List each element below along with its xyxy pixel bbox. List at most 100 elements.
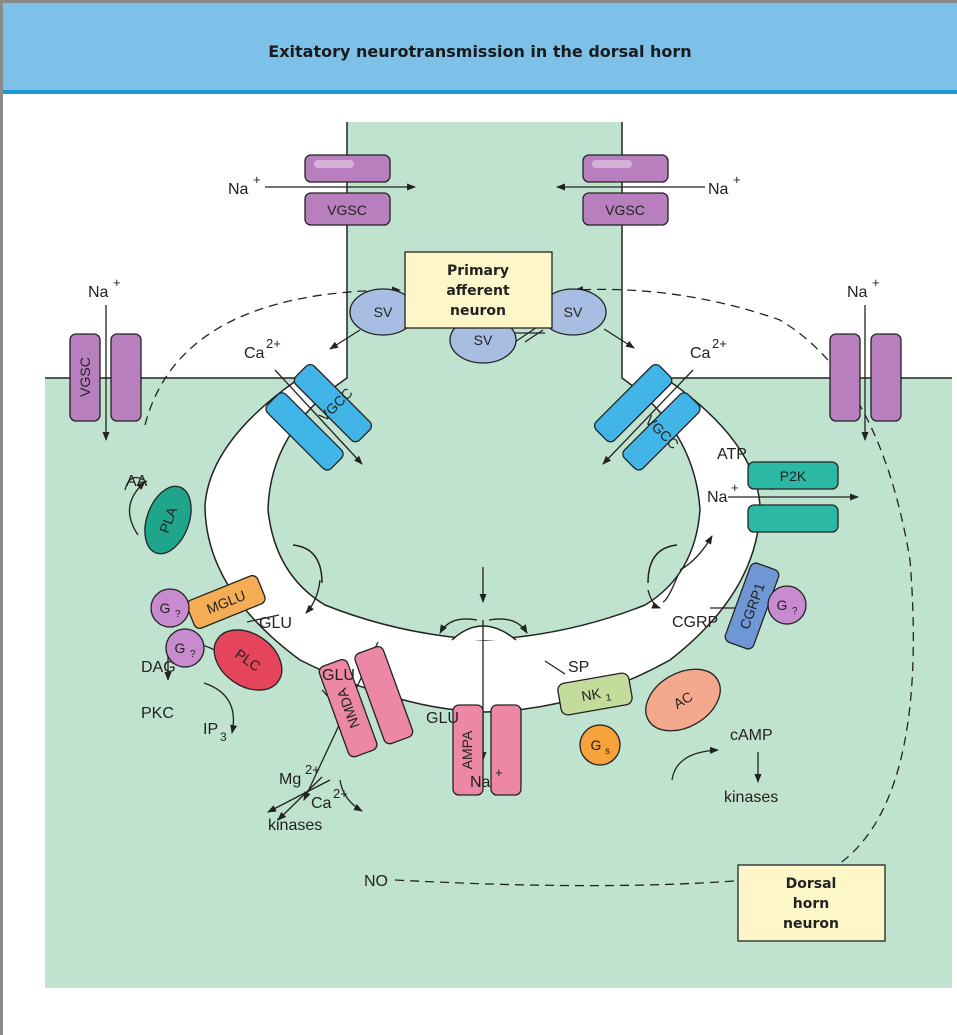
ion-label-na-top-right: Na +	[708, 172, 741, 198]
ion-label-na-left: Na +	[88, 275, 121, 301]
gs-protein: G s	[579, 724, 621, 766]
gs-subscript: s	[605, 746, 610, 757]
ampa-receptor: AMPA	[452, 704, 522, 796]
na-text: Na	[470, 774, 491, 791]
g-subscript: ?	[792, 606, 798, 617]
ion-label-na-p2k: Na +	[707, 480, 739, 506]
box-line-3: neuron	[783, 916, 839, 932]
ca-charge: 2+	[266, 336, 281, 351]
ip3-label: IP 3	[203, 721, 227, 744]
pla-enzyme: PLA	[144, 485, 192, 555]
na-charge: +	[495, 765, 503, 780]
release-site-right	[647, 544, 678, 584]
na-text: Na	[708, 181, 729, 198]
header-band	[3, 3, 957, 90]
ac-enzyme: AC	[645, 668, 721, 732]
p2k-receptor: P2K	[747, 461, 839, 533]
vgsc-channel-top-left: VGSC	[304, 154, 391, 226]
glu-label-ampa: GLU	[426, 710, 459, 727]
g-subscript: ?	[175, 609, 181, 620]
retrograde-path-left	[144, 286, 401, 426]
box-line-1: Dorsal	[786, 876, 837, 892]
g-protein-mglu-lower: G ?	[165, 628, 205, 668]
vgsc-channel-left: VGSC	[69, 333, 142, 422]
ca-charge: 2+	[712, 336, 727, 351]
g-protein-mglu-upper: G ?	[150, 588, 190, 628]
ion-label-na-right: Na +	[847, 275, 880, 301]
vgcc-channel-left: VGCC	[265, 363, 373, 471]
plc-enzyme: PLC	[213, 629, 283, 691]
na-charge: +	[253, 172, 261, 187]
atp-label: ATP	[717, 446, 747, 463]
page-title: Exitatory neurotransmission in the dorsa…	[268, 42, 692, 61]
dorsal-horn-neuron-label-box: Dorsal horn neuron	[737, 864, 886, 942]
nk-subscript: 1	[605, 692, 613, 704]
box-line-2: horn	[793, 896, 829, 912]
postsynaptic-neuron	[45, 378, 952, 988]
synaptic-vesicle-right: SV	[539, 288, 607, 336]
sv-label: SV	[374, 304, 393, 320]
na-charge: +	[731, 480, 739, 495]
nk1-receptor: NK 1	[557, 672, 633, 716]
g-label: G	[175, 640, 186, 656]
na-charge: +	[113, 275, 121, 290]
g-subscript: ?	[190, 649, 196, 660]
mg-charge: 2+	[305, 762, 320, 777]
na-text: Na	[228, 181, 249, 198]
na-text: Na	[847, 284, 868, 301]
ion-label-mg: Mg 2+	[279, 762, 320, 788]
vgsc-label: VGSC	[605, 202, 645, 218]
ion-label-ca-nmda: Ca 2+	[311, 786, 348, 812]
vgcc-channel-right: VGCC	[593, 363, 701, 471]
presynaptic-terminal	[268, 122, 700, 640]
box-line-3: neuron	[450, 303, 506, 319]
vgsc-label: VGSC	[77, 357, 93, 397]
box-line-2: afferent	[446, 283, 510, 299]
vgsc-channel-top-right: VGSC	[582, 154, 669, 226]
aa-label: AA	[126, 473, 148, 490]
na-charge: +	[733, 172, 741, 187]
g-label: G	[777, 597, 788, 613]
cgrp-label: CGRP	[672, 614, 718, 631]
na-text: Na	[88, 284, 109, 301]
g-protein-cgrp: G ?	[767, 585, 807, 625]
vgsc-channel-right	[829, 333, 902, 422]
gs-label: G	[591, 737, 602, 753]
pkc-label: PKC	[141, 705, 174, 722]
na-text: Na	[707, 489, 728, 506]
ion-label-ca-left: Ca 2+	[244, 336, 281, 362]
ampa-label: AMPA	[459, 730, 475, 769]
sv-label: SV	[474, 332, 493, 348]
header-rule	[3, 90, 957, 94]
sp-label: SP	[568, 659, 589, 676]
nk-label: NK	[580, 685, 603, 704]
primary-afferent-neuron-label-box: Primary afferent neuron	[404, 251, 553, 329]
ca-text: Ca	[690, 345, 711, 362]
synaptic-vesicle-left: SV	[349, 288, 417, 336]
glu-label-nmda: GLU	[322, 667, 355, 684]
p2k-label: P2K	[780, 468, 807, 484]
nmda-receptor: NMDA	[318, 645, 414, 758]
ca-text: Ca	[244, 345, 265, 362]
mglu-receptor: MGLU	[186, 575, 266, 629]
no-label: NO	[364, 873, 388, 890]
retrograde-path-no	[394, 286, 914, 887]
ion-label-ca-right: Ca 2+	[690, 336, 727, 362]
ca-text: Ca	[311, 795, 332, 812]
mg-text: Mg	[279, 771, 301, 788]
flow-arrows	[102, 183, 869, 821]
sv-label: SV	[564, 304, 583, 320]
ip-text: IP	[203, 721, 218, 738]
ion-label-na-ampa: Na +	[470, 765, 503, 791]
g-label: G	[160, 600, 171, 616]
ip-subscript: 3	[220, 730, 227, 744]
kinases-label-ac: kinases	[724, 789, 778, 806]
box-line-1: Primary	[447, 263, 509, 279]
na-charge: +	[872, 275, 880, 290]
dag-label: DAG	[141, 659, 176, 676]
release-site-left	[292, 544, 323, 584]
ca-charge: 2+	[333, 786, 348, 801]
kinases-label-ca: kinases	[268, 817, 322, 834]
ion-label-na-top-left: Na +	[228, 172, 261, 198]
